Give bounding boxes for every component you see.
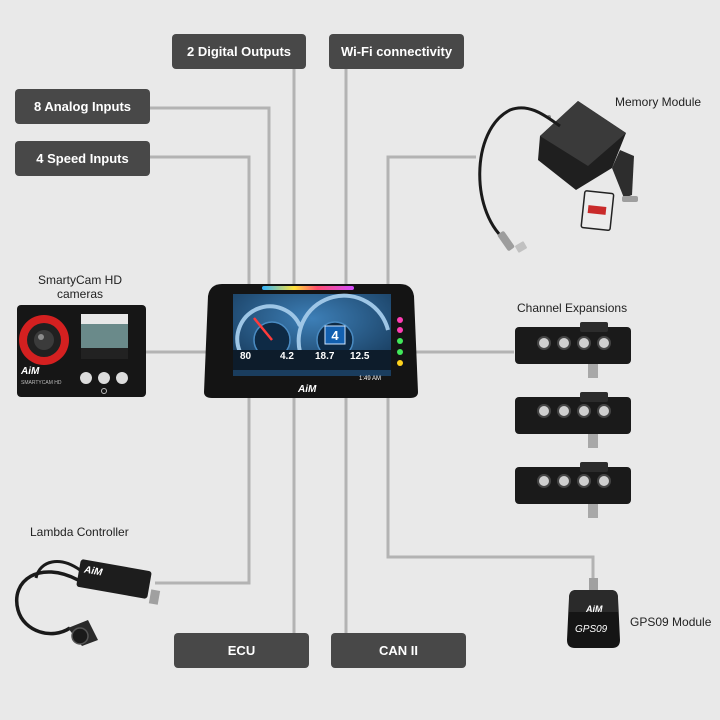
dash-oil-press: 4.2 xyxy=(280,351,294,362)
gps-brand-logo: AiM xyxy=(586,604,603,614)
channel-expansions-label: Channel Expansions xyxy=(517,301,628,315)
smartycam-label-line1: SmartyCam HD xyxy=(37,273,122,287)
memory-module-label: Memory Module xyxy=(615,95,702,109)
line-speed-inputs xyxy=(150,155,251,290)
analog-inputs-box: 8 Analog Inputs xyxy=(15,89,150,124)
line-memory-module xyxy=(386,155,476,290)
smartycam-brand-logo: AiM xyxy=(21,366,40,377)
smartycam-model-text: SMARTYCAM HD xyxy=(21,380,62,386)
line-analog-inputs xyxy=(150,106,271,290)
ecu-box: ECU xyxy=(174,633,309,668)
smartycam-label-line2: cameras xyxy=(56,287,103,301)
line-lambda xyxy=(155,396,251,585)
dash-clock: 1:49 AM xyxy=(359,376,382,382)
gps-module-label: GPS09 Module xyxy=(630,615,712,629)
dash-vbatt: 12.5 xyxy=(350,351,370,362)
speed-inputs-box: 4 Speed Inputs xyxy=(15,141,150,176)
can-box: CAN II xyxy=(331,633,466,668)
wifi-box: Wi-Fi connectivity xyxy=(329,34,464,69)
gps-face-text: GPS09 xyxy=(575,624,608,635)
line-gps xyxy=(386,396,595,580)
dash-water-temp: 80 xyxy=(240,351,252,362)
digital-outputs-box: 2 Digital Outputs xyxy=(172,34,306,69)
dash-brand-logo: AiM xyxy=(298,384,317,395)
lambda-controller-label: Lambda Controller xyxy=(30,525,129,539)
dash-afr: 18.7 xyxy=(315,351,335,362)
dash-gear-readout: 4 xyxy=(331,328,339,343)
